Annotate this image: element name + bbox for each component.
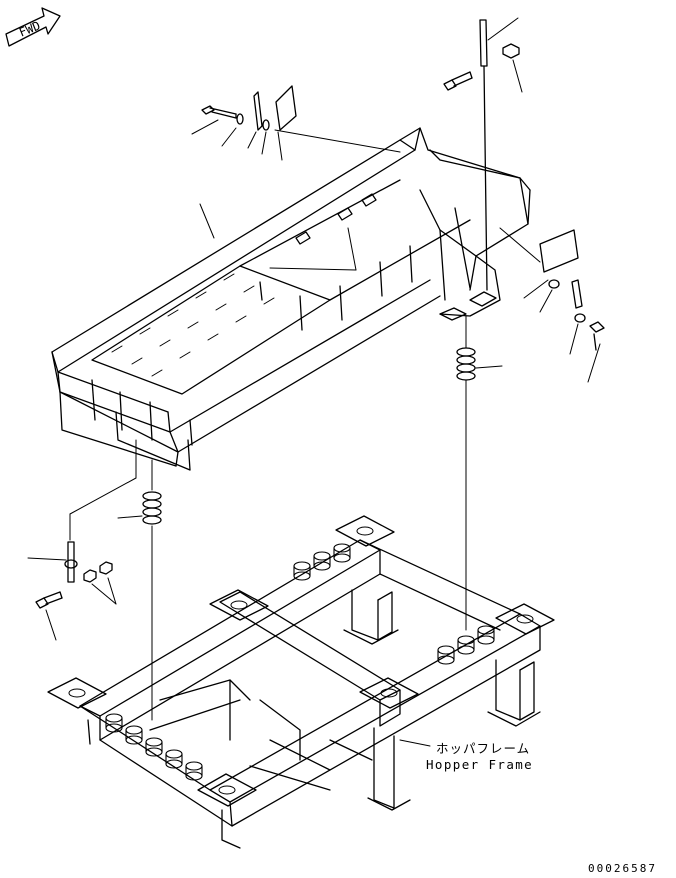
nut-left [83, 561, 117, 605]
bolt-upper-right [443, 71, 473, 91]
leader-lines-upper [199, 129, 541, 271]
long-pin-upper-right [479, 17, 519, 291]
bolt-right [587, 321, 605, 383]
washer-upper-left [221, 113, 244, 147]
washer-right-2 [569, 313, 586, 355]
hopper-frame [47, 515, 555, 849]
hopper-frame-label-jp: ホッパフレーム [436, 741, 531, 756]
fwd-text: FWD [17, 19, 42, 40]
washer-right [539, 279, 560, 313]
lock-plate-upper-left [247, 91, 263, 149]
pin-left [27, 477, 137, 583]
hopper-frame-label-en: Hopper Frame [426, 757, 534, 772]
fwd-arrow-icon: FWD [5, 7, 61, 47]
washer-upper-left-2 [261, 119, 270, 155]
drawing-code: 00026587 [588, 862, 657, 875]
spring-right [456, 315, 503, 631]
bolt-left [35, 591, 63, 641]
bolt-upper-left [191, 105, 237, 135]
nut-upper-right [502, 43, 523, 93]
lock-plate-right [571, 279, 583, 309]
cover-plate-right [523, 229, 579, 299]
cover-plate-upper-left [275, 85, 297, 161]
upper-frame [51, 127, 531, 471]
spring-left [117, 439, 162, 721]
